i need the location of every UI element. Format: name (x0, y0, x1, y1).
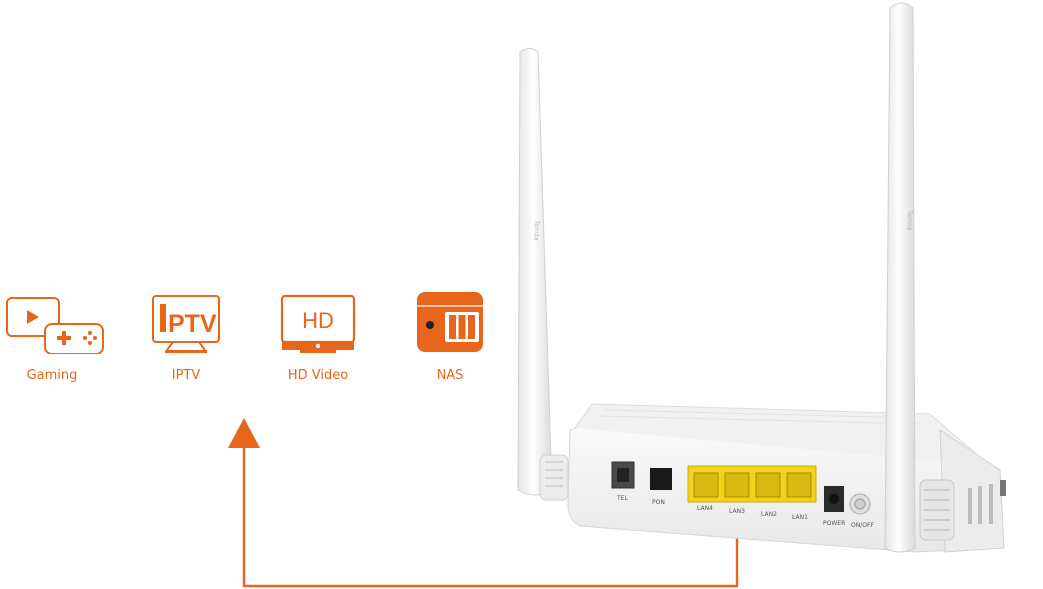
port-label-on-off: ON/OFF (851, 522, 874, 529)
port-label-lan4: LAN4 (697, 505, 713, 512)
feature-label-hd-video: HD Video (287, 368, 349, 383)
right-antenna: Tenda (884, 2, 916, 553)
feature-hd-video: HD HD Video (258, 290, 378, 383)
left-antenna: Tenda (517, 48, 569, 501)
iptv-icon: PTV (152, 295, 220, 353)
port-label-power: POWER (823, 520, 845, 527)
feature-iptv: PTV IPTV (126, 290, 246, 383)
left-antenna-brand: Tenda (532, 219, 541, 241)
right-antenna-brand: Tenda (905, 209, 914, 231)
feature-label-iptv: IPTV (171, 368, 201, 383)
connection-arrow (228, 418, 739, 588)
gaming-icon (6, 297, 104, 354)
nas-icon (417, 292, 483, 352)
feature-label-nas: NAS (436, 368, 464, 383)
port-label-pon: PON (652, 499, 665, 506)
feature-label-gaming: Gaming (26, 368, 78, 383)
iptv-icon-text: PTV (168, 310, 217, 338)
feature-gaming: Gaming (0, 290, 112, 383)
port-label-lan2: LAN2 (761, 511, 777, 518)
port-label-lan3: LAN3 (729, 508, 745, 515)
port-label-lan1: LAN1 (792, 514, 808, 521)
hd-icon-text: HD (302, 308, 334, 333)
feature-nas: NAS (390, 290, 510, 383)
router-body: TEL PON LAN4 LAN3 LAN2 LAN1 POWER ON/OFF (567, 403, 1006, 553)
hd-video-icon: HD (280, 294, 356, 353)
arrow-head (228, 418, 260, 448)
port-label-tel: TEL (616, 495, 628, 502)
